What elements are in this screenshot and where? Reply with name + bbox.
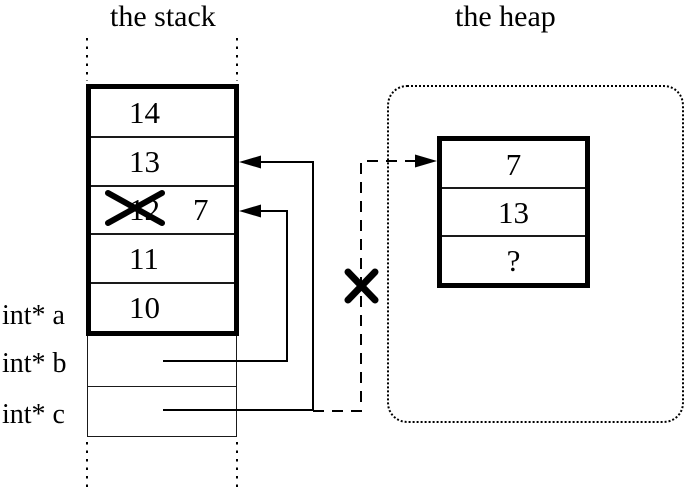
pointer-vars-box: [87, 336, 237, 437]
invalid-pointer-x-icon: [344, 268, 379, 304]
stack-cell-new-value: 7: [193, 192, 209, 228]
stack-cell-value: 10: [129, 290, 160, 326]
heap-cell-7: 7: [442, 141, 585, 187]
heap-cell-value: 13: [498, 194, 529, 230]
label-int-ptr-b: int* b: [2, 348, 67, 379]
heap-cell-unknown: ?: [442, 235, 585, 283]
label-int-ptr-c: int* c: [2, 399, 65, 430]
stack-cell-value: 11: [129, 241, 159, 277]
stack-cell-12-overwritten: 12 7: [91, 184, 234, 234]
stack-cell-13: 13: [91, 135, 234, 185]
heap-cell-value: 7: [505, 146, 522, 182]
stack-title: the stack: [110, 0, 216, 33]
heap-cell-value: ?: [506, 242, 521, 278]
stack-cell-14: 14: [91, 89, 234, 136]
stack-cell-old-value: 12: [129, 192, 160, 228]
stack-frame-box: 14 13 12 7 11 10: [86, 84, 239, 336]
stack-cell-value: 14: [129, 94, 160, 130]
label-int-ptr-a: int* a: [2, 300, 65, 331]
stack-cell-value: 13: [129, 143, 160, 179]
heap-cell-13: 13: [442, 187, 585, 235]
heap-title: the heap: [455, 0, 556, 33]
pointer-cell-b: [88, 336, 236, 387]
stack-cell-10: 10: [91, 282, 234, 331]
stack-cell-11: 11: [91, 233, 234, 282]
heap-block-box: 7 13 ?: [437, 136, 590, 288]
